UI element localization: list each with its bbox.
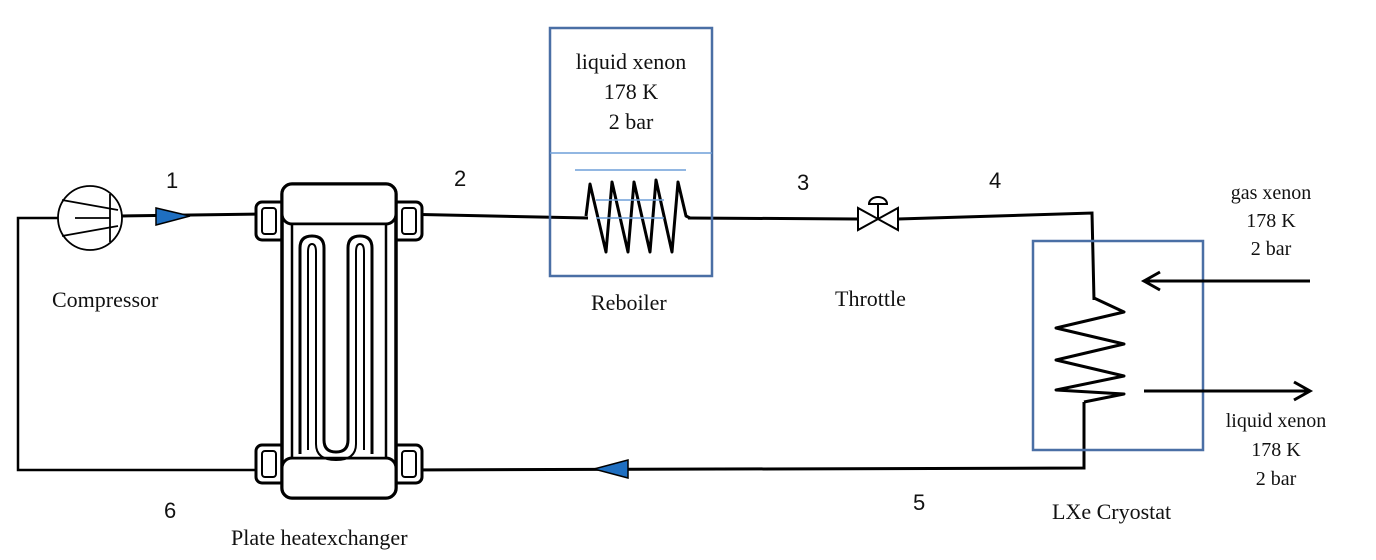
pipe-segment-1 (121, 212, 261, 218)
state-point-5: 5 (913, 490, 926, 515)
cryostat-vessel (1031, 239, 1205, 452)
pipe-segment-2 (397, 212, 589, 220)
state-point-2: 2 (454, 166, 467, 191)
flow-arrow-1-icon (155, 207, 191, 226)
reboiler-contents: liquid xenon 178 K 2 bar (556, 47, 706, 137)
throttle-valve-icon (857, 196, 899, 232)
state-point-4: 4 (989, 168, 1002, 193)
reboiler-coil-icon (584, 178, 691, 254)
pipe-segment-4 (897, 211, 1096, 301)
inlet-fluid: gas xenon (1230, 182, 1312, 204)
pipe-compressor-return (16, 216, 260, 472)
cryostat-outlet-conditions: liquid xenon 178 K 2 bar (1206, 407, 1346, 494)
state-point-1: 1 (166, 168, 179, 193)
cryostat-inlet-arrow-icon (1140, 270, 1310, 292)
pipe-segment-5 (397, 402, 1086, 472)
inlet-pressure: 2 bar (1250, 238, 1292, 260)
throttle-label: Throttle (835, 286, 906, 311)
flow-arrow-5-icon (591, 459, 629, 479)
compressor-icon (57, 185, 123, 251)
pipe-segment-3 (687, 216, 859, 221)
reboiler-pressure: 2 bar (608, 109, 654, 134)
cryostat-inlet-conditions: gas xenon 178 K 2 bar (1201, 179, 1341, 263)
reboiler-label: Reboiler (591, 290, 667, 315)
reboiler-fluid: liquid xenon (575, 49, 687, 74)
compressor-label: Compressor (52, 287, 159, 312)
state-point-3: 3 (797, 170, 810, 195)
outlet-fluid: liquid xenon (1225, 410, 1327, 432)
cryostat-label: LXe Cryostat (1052, 499, 1172, 524)
plate-heat-exchanger-icon (254, 182, 424, 500)
state-point-6: 6 (164, 498, 177, 523)
reboiler-vessel (548, 26, 714, 278)
reboiler-temperature: 178 K (603, 79, 659, 104)
cryostat-outlet-arrow-icon (1144, 380, 1314, 402)
outlet-pressure: 2 bar (1255, 468, 1297, 490)
inlet-temperature: 178 K (1246, 210, 1296, 232)
cryostat-coil-icon (1054, 296, 1126, 404)
outlet-temperature: 178 K (1251, 439, 1301, 461)
heat-exchanger-label: Plate heatexchanger (231, 525, 408, 550)
pipe-loop (16, 211, 1096, 472)
